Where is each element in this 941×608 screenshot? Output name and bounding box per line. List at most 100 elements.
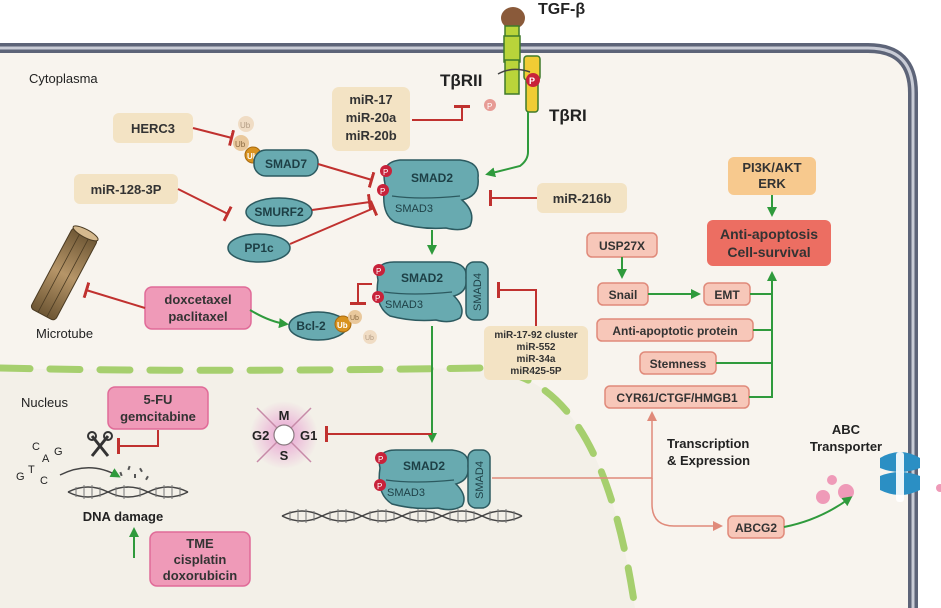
svg-text:miR-20a: miR-20a	[346, 110, 397, 125]
svg-text:ERK: ERK	[758, 176, 786, 191]
svg-text:SMAD3: SMAD3	[395, 203, 433, 215]
svg-text:miR-17-92 cluster: miR-17-92 cluster	[494, 330, 577, 341]
microtube-icon	[30, 225, 99, 321]
activation-arrows	[129, 112, 853, 558]
smad-complex-nucleus: SMAD2 SMAD3 SMAD4 P P	[374, 449, 491, 511]
ubiquitin-icon	[363, 330, 377, 344]
inhibition-arrows	[82, 105, 537, 454]
cell-cycle-g2: G2	[252, 428, 269, 443]
svg-text:USP27X: USP27X	[599, 239, 645, 253]
fu-gemcitabine-box: 5-FU gemcitabine	[107, 386, 209, 430]
dna-base-t: T	[28, 464, 35, 476]
cytoplasma-label: Cytoplasma	[29, 71, 98, 86]
svg-text:P: P	[529, 76, 535, 86]
stemness-box: Stemness	[639, 351, 717, 375]
ubiquitin-icon	[334, 315, 352, 333]
phosphate-icon	[374, 479, 386, 491]
tme-box: TME cisplatin doxorubicin	[149, 531, 251, 587]
expression-label: & Expression	[667, 453, 750, 468]
smad7-complex: Ub Ub Ub SMAD7	[233, 116, 319, 177]
cell-cycle-s: S	[280, 448, 289, 463]
pi3k-akt-erk-box: PI3K/AKT ERK	[728, 157, 816, 195]
phosphate-icon	[372, 291, 384, 303]
transcription-label: Transcription	[667, 436, 749, 451]
svg-text:ABCG2: ABCG2	[735, 521, 777, 535]
svg-text:PP1c: PP1c	[244, 241, 274, 255]
ubiquitin-icon	[233, 135, 249, 151]
mir-cluster-box: miR-17-92 cluster miR-552 miR-34a miR425…	[484, 326, 588, 380]
svg-text:SMAD2: SMAD2	[411, 171, 453, 185]
transcription-arrows	[492, 411, 723, 531]
smad2-smad3-complex-cytoplasm: SMAD2 SMAD3 P P	[377, 159, 479, 231]
usp27x-box: USP27X	[586, 232, 658, 258]
tbrii-label: TβRII	[440, 71, 482, 90]
svg-text:P: P	[377, 482, 382, 491]
dna-helix-icon	[281, 509, 523, 523]
svg-text:CYR61/CTGF/HMGB1: CYR61/CTGF/HMGB1	[616, 391, 738, 405]
smurf2-protein: SMURF2	[245, 197, 313, 227]
svg-text:SMAD2: SMAD2	[401, 271, 443, 285]
dna-damage-label: DNA damage	[83, 509, 163, 524]
anti-apoptotic-protein-box: Anti-apoptotic protein	[596, 318, 754, 342]
svg-text:P: P	[376, 267, 381, 276]
mir-216b-box: miR-216b	[537, 183, 627, 213]
svg-text:cisplatin: cisplatin	[174, 552, 227, 567]
tbri-label: TβRI	[549, 106, 587, 125]
svg-text:PI3K/AKT: PI3K/AKT	[742, 160, 801, 175]
nucleus-label: Nucleus	[21, 395, 68, 410]
mir-128-box: miR-128-3P	[74, 174, 178, 204]
dna-base-g2: G	[16, 471, 25, 483]
svg-text:SMURF2: SMURF2	[254, 205, 304, 219]
smad-complex-middle: SMAD2 SMAD3 SMAD4 P P	[372, 261, 489, 323]
dna-base-g1: G	[54, 446, 63, 458]
released-phosphate-icon	[484, 99, 496, 111]
svg-text:Ub: Ub	[247, 152, 258, 161]
svg-text:EMT: EMT	[714, 288, 740, 302]
phosphate-icon	[380, 165, 392, 177]
svg-text:miR-17: miR-17	[349, 92, 392, 107]
svg-text:Ub: Ub	[337, 321, 348, 330]
svg-text:P: P	[487, 102, 492, 111]
svg-text:gemcitabine: gemcitabine	[120, 409, 196, 424]
svg-text:paclitaxel: paclitaxel	[168, 309, 227, 324]
cell-cycle-g1: G1	[300, 428, 317, 443]
efflux-drug-particles	[816, 475, 941, 504]
svg-text:HERC3: HERC3	[131, 121, 175, 136]
svg-text:Ub: Ub	[240, 121, 251, 130]
tgf-beta-label: TGF-β	[538, 1, 585, 18]
receptor-phosphate-icon	[526, 73, 540, 87]
svg-text:miR-216b: miR-216b	[553, 191, 612, 206]
svg-text:Anti-apoptotic protein: Anti-apoptotic protein	[612, 324, 737, 338]
mir-17-group-box: miR-17 miR-20a miR-20b	[332, 87, 410, 151]
abc-transporter-icon	[880, 452, 920, 502]
cell-cycle-icon	[250, 401, 318, 469]
svg-text:SMAD2: SMAD2	[403, 459, 445, 473]
svg-text:Ub: Ub	[350, 315, 359, 322]
svg-text:SMAD3: SMAD3	[387, 487, 425, 499]
svg-text:miR425-5P: miR425-5P	[510, 366, 561, 377]
taxanes-box: doxcetaxel paclitaxel	[144, 286, 252, 330]
svg-text:Ub: Ub	[365, 335, 374, 342]
svg-text:SMAD4: SMAD4	[472, 273, 484, 311]
dna-base-c1: C	[32, 441, 40, 453]
svg-text:Snail: Snail	[609, 288, 638, 302]
nuclear-envelope	[0, 364, 639, 608]
svg-text:P: P	[380, 187, 385, 196]
anti-apoptosis-box: Anti-apoptosis Cell-survival	[707, 220, 831, 266]
tgf-beta-receptor: P P	[484, 7, 541, 113]
svg-text:5-FU: 5-FU	[144, 392, 173, 407]
svg-text:miR-20b: miR-20b	[345, 128, 396, 143]
microtube-label: Microtube	[36, 326, 93, 341]
svg-text:doxcetaxel: doxcetaxel	[164, 292, 231, 307]
pp1c-protein: PP1c	[227, 233, 291, 263]
dna-damage-icon	[59, 465, 189, 499]
cell-cycle-m: M	[279, 408, 290, 423]
cyr61-box: CYR61/CTGF/HMGB1	[604, 385, 750, 409]
snail-box: Snail	[597, 282, 649, 306]
abc-transporter-label-1: ABC	[832, 422, 861, 437]
ubiquitin-icon	[238, 116, 254, 132]
svg-text:Ub: Ub	[235, 140, 246, 149]
svg-text:Bcl-2: Bcl-2	[296, 319, 326, 333]
svg-text:Stemness: Stemness	[650, 357, 707, 371]
